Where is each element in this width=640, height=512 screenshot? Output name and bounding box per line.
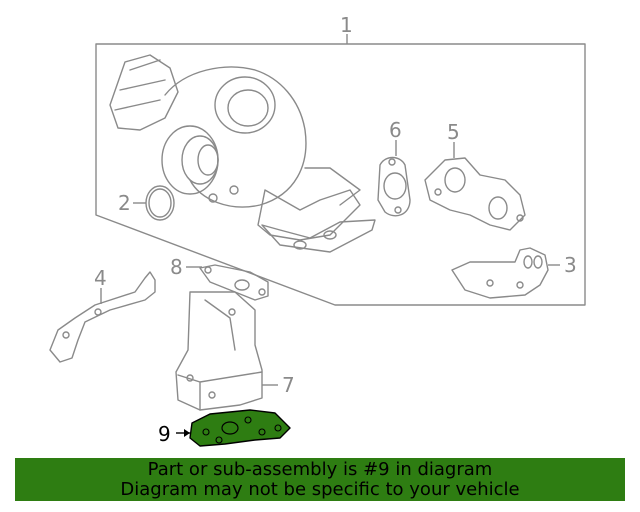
bracket-part-3 bbox=[451, 247, 549, 299]
banner-line-1: Part or sub-assembly is #9 in diagram bbox=[147, 459, 493, 480]
callout-9-arrowhead bbox=[184, 429, 190, 437]
callout-6[interactable]: 6 bbox=[389, 118, 402, 142]
gasket-part-6 bbox=[377, 156, 411, 217]
callout-7[interactable]: 7 bbox=[282, 373, 295, 397]
o-ring-part-2 bbox=[145, 185, 175, 221]
turbocharger-drawing bbox=[109, 54, 376, 253]
support-bracket-part-4 bbox=[49, 271, 156, 363]
outlet-flange-part-5 bbox=[424, 157, 526, 231]
callout-9[interactable]: 9 bbox=[158, 422, 171, 446]
callout-4[interactable]: 4 bbox=[94, 266, 107, 290]
assembly-outline bbox=[95, 43, 586, 306]
callout-5[interactable]: 5 bbox=[447, 120, 460, 144]
callout-8[interactable]: 8 bbox=[170, 255, 183, 279]
gasket-part-8 bbox=[199, 264, 269, 301]
o-ring-inner bbox=[148, 188, 172, 218]
pedestal-part-7 bbox=[175, 291, 263, 411]
callout-1[interactable]: 1 bbox=[340, 13, 353, 37]
callout-3[interactable]: 3 bbox=[564, 253, 577, 277]
info-banner: Part or sub-assembly is #9 in diagram Di… bbox=[15, 458, 625, 501]
banner-line-2: Diagram may not be specific to your vehi… bbox=[120, 479, 520, 500]
highlighted-gasket-part-9[interactable] bbox=[189, 409, 291, 447]
callout-2[interactable]: 2 bbox=[118, 191, 131, 215]
